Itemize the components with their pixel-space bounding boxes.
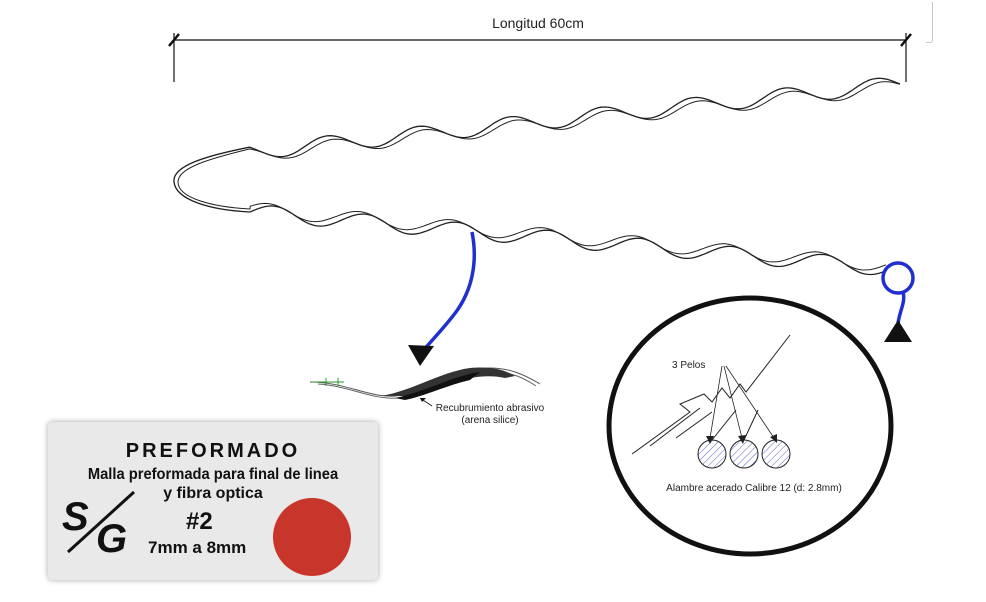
length-label: Longitud 60cm xyxy=(440,15,636,31)
wire-spec-label: Alambre acerado Calibre 12 (d: 2.8mm) xyxy=(666,483,842,494)
coating-label: Recubrumiento abrasivo (arena silice) xyxy=(410,403,570,427)
strand-1 xyxy=(697,439,727,469)
wire-callout xyxy=(881,261,915,342)
card-title: PREFORMADO xyxy=(125,440,301,462)
coating-label-line1: Recubrumiento abrasivo xyxy=(435,403,545,414)
card-description-line1: Malla preformada para final de linea xyxy=(87,466,339,483)
abrasive-coating-sketch xyxy=(309,367,541,407)
sg-logo: S G xyxy=(62,490,136,558)
wire-callout-arrowhead xyxy=(884,320,912,342)
wire-detail-circle xyxy=(606,295,894,557)
coating-label-line2: (arena silice) xyxy=(461,415,519,426)
card-size-range: 7mm a 8mm xyxy=(148,538,247,557)
strand-2 xyxy=(729,439,759,469)
svg-text:S: S xyxy=(62,495,89,539)
preformed-wire xyxy=(173,77,901,276)
coating-callout-arrowhead xyxy=(408,345,434,366)
strands-label: 3 Pelos xyxy=(672,360,706,371)
coating-callout xyxy=(408,231,476,366)
strand-3 xyxy=(761,439,791,469)
card-description-line2: y fibra optica xyxy=(163,485,263,502)
red-dot xyxy=(273,498,351,576)
length-dimension xyxy=(168,33,912,82)
scroll-edge xyxy=(926,2,933,43)
product-label-card: PREFORMADO Malla preformada para final d… xyxy=(48,422,378,580)
card-number: #2 xyxy=(186,508,213,535)
